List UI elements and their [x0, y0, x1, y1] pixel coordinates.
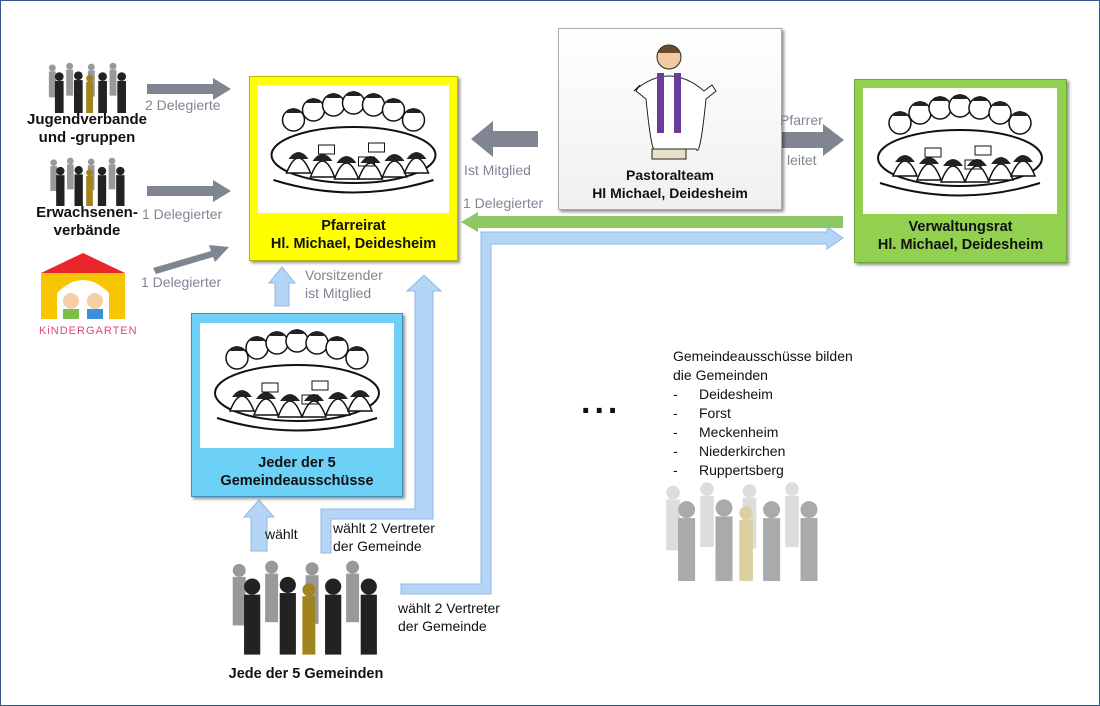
adult-groups-crowd-image [50, 157, 125, 206]
gemeinden-list: -Deidesheim -Forst -Meckenheim -Niederki… [673, 385, 853, 480]
verwaltungsrat-title-line2: Hl. Michael, Deidesheim [877, 237, 1044, 253]
kindergarten-logo [41, 253, 125, 319]
kindergarten-delegates-label: 1 Delegierter [141, 274, 222, 290]
pfarreirat-title-line1: Pfarreirat [321, 218, 386, 234]
faded-crowd-image [666, 482, 818, 581]
pfarreirat-title-line2: Hl. Michael, Deidesheim [270, 236, 437, 252]
elects-reps-label-line2: der Gemeinde [333, 538, 422, 554]
youth-groups-crowd-image [48, 62, 126, 113]
list-item: -Meckenheim [673, 424, 779, 440]
arrow-gemeinde-elects-ausschuss [242, 499, 276, 552]
list-item-text: Ruppertsberg [699, 462, 784, 478]
info-line1: Gemeindeausschüsse bilden [673, 348, 853, 364]
list-item: -Ruppertsberg [673, 462, 784, 478]
pfarreirat-title: Pfarreirat Hl. Michael, Deidesheim [250, 217, 457, 253]
adult-delegates-label: 1 Delegierter [142, 206, 223, 222]
gemeindeausschuss-council-image [200, 323, 394, 448]
list-item: -Niederkirchen [673, 443, 786, 459]
arrow-gemeinden-to-verwaltungsrat [400, 226, 844, 595]
verwaltungsrat-box: Verwaltungsrat Hl. Michael, Deidesheim [854, 79, 1067, 263]
adult-groups-label-line2: verbände [53, 222, 121, 239]
elects-reps-label-2-line2: der Gemeinde [398, 618, 487, 634]
elects-reps-label: wählt 2 Vertreter der Gemeinde [333, 519, 435, 555]
chair-member-label-line2: ist Mitglied [305, 285, 372, 301]
verwaltungsrat-delegate-label: 1 Delegierter [463, 195, 544, 211]
arrow-adults-to-pfarreirat [147, 180, 231, 202]
pastoralteam-title-line1: Pastoralteam [626, 167, 714, 183]
verwaltungsrat-council-image [863, 88, 1057, 214]
arrow-pfarrer-to-verwaltungsrat [778, 124, 844, 156]
youth-groups-label-line1: Jugendverbande [26, 111, 148, 128]
list-item-text: Deidesheim [699, 386, 773, 402]
pfarrer-label: Pfarrer [780, 112, 823, 128]
arrow-kindergarten-to-pfarreirat [153, 245, 229, 274]
pfarreirat-box: Pfarreirat Hl. Michael, Deidesheim [249, 76, 458, 261]
elects-reps-label-line1: wählt 2 Vertreter [333, 520, 435, 536]
youth-groups-label-line2: und -gruppen [38, 129, 136, 146]
elects-label: wählt [265, 526, 298, 542]
priest-image [633, 44, 717, 160]
arrow-ausschuss-to-pfarreirat [267, 266, 297, 307]
elects-reps-label-2: wählt 2 Vertreter der Gemeinde [398, 599, 500, 635]
pfarreirat-council-image [258, 85, 449, 213]
adult-groups-label-line1: Erwachsenen- [36, 204, 138, 221]
chair-member-label-line1: Vorsitzender [305, 267, 383, 283]
ellipsis: ... [581, 383, 622, 421]
gemeinden-info: Gemeindeausschüsse bilden die Gemeinden … [673, 347, 853, 480]
arrow-pastoralteam-to-pfarreirat [471, 121, 538, 157]
chair-member-label: Vorsitzender ist Mitglied [305, 266, 383, 302]
gemeinden-label: Jede der 5 Gemeinden [228, 666, 384, 682]
adult-groups-label: Erwachsenen- verbände [19, 204, 155, 240]
list-item-text: Meckenheim [699, 424, 779, 440]
list-item-text: Niederkirchen [699, 443, 786, 459]
info-line2: die Gemeinden [673, 367, 768, 383]
gemeindeausschuss-box: Jeder der 5 Gemeindeausschüsse [191, 313, 403, 497]
kindergarten-logo-text: KiNDERGARTEN [39, 325, 138, 337]
is-member-label: Ist Mitglied [464, 162, 531, 178]
pastoralteam-title: Pastoralteam Hl Michael, Deidesheim [559, 166, 781, 202]
arrow-gemeinden-to-pfarreirat [320, 274, 443, 554]
youth-groups-label: Jugendverbande und -gruppen [19, 111, 155, 147]
verwaltungsrat-title: Verwaltungsrat Hl. Michael, Deidesheim [855, 218, 1066, 254]
elects-reps-label-2-line1: wählt 2 Vertreter [398, 600, 500, 616]
list-item-text: Forst [699, 405, 731, 421]
youth-delegates-label: 2 Delegierte [145, 97, 221, 113]
pastoralteam-title-line2: Hl Michael, Deidesheim [592, 185, 748, 201]
list-item: -Forst [673, 405, 731, 421]
gemeindeausschuss-title: Jeder der 5 Gemeindeausschüsse [192, 454, 402, 490]
arrow-youth-to-pfarreirat [147, 78, 231, 100]
verwaltungsrat-title-line1: Verwaltungsrat [908, 219, 1013, 235]
gemeindeausschuss-title-line1: Jeder der 5 [258, 455, 336, 471]
list-item: -Deidesheim [673, 386, 773, 402]
leitet-label: leitet [787, 152, 817, 168]
gemeindeausschuss-title-line2: Gemeindeausschüsse [220, 473, 374, 489]
arrow-verwaltungsrat-to-pfarreirat [461, 212, 843, 232]
pastoralteam-box: Pastoralteam Hl Michael, Deidesheim [558, 28, 782, 210]
parish-crowd-image [232, 560, 377, 655]
